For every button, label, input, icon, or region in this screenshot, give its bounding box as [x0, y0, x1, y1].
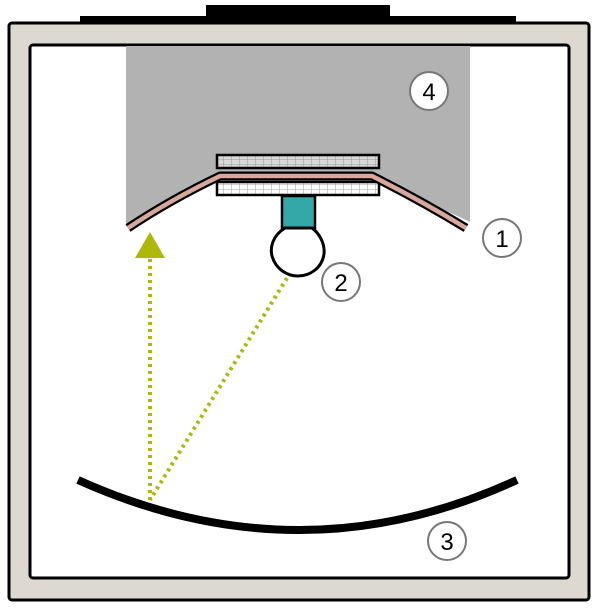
- top-mount: [80, 5, 516, 24]
- bulb-socket: [280, 194, 317, 230]
- label-2: 2: [321, 262, 361, 302]
- light-rays: [135, 232, 289, 502]
- svg-text:1: 1: [495, 226, 508, 253]
- svg-text:3: 3: [440, 529, 453, 556]
- label-4: 4: [409, 71, 449, 111]
- label-1: 1: [482, 218, 522, 258]
- svg-text:4: 4: [422, 79, 435, 106]
- svg-text:2: 2: [334, 270, 347, 297]
- light-bulb: [269, 226, 326, 278]
- heatsink-lower: [215, 180, 381, 197]
- label-3: 3: [427, 521, 467, 561]
- heatsink-upper: [215, 153, 381, 170]
- ray-arrowhead-icon: [135, 232, 165, 258]
- lower-reflector: [76, 476, 519, 534]
